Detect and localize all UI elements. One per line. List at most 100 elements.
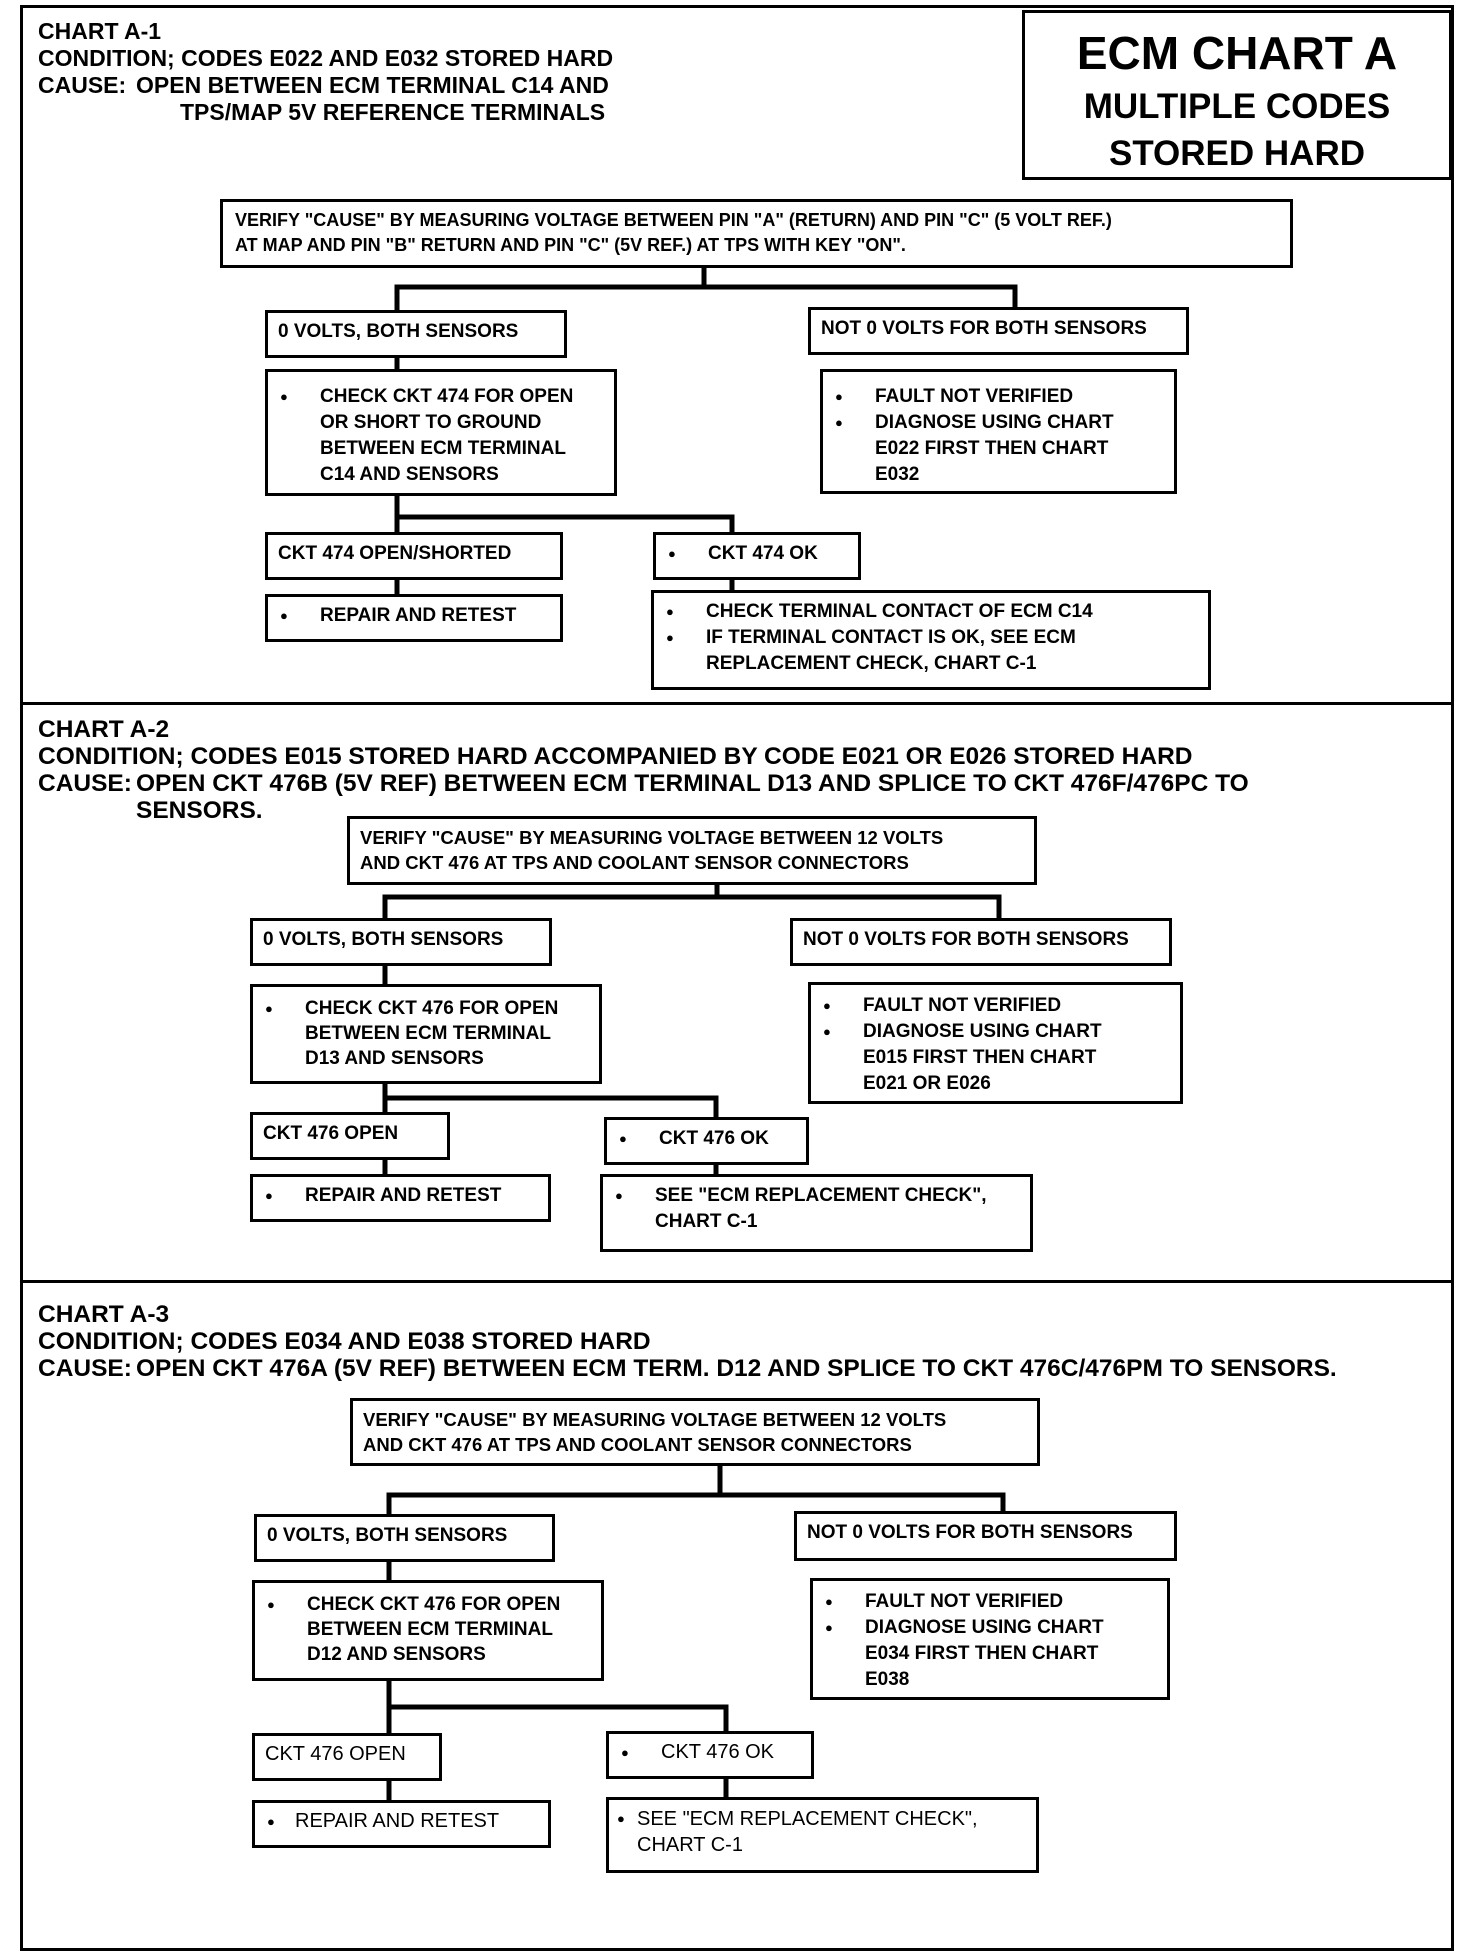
check-line: OR SHORT TO GROUND xyxy=(320,412,542,433)
chart-a2-zero-volts-box: 0 VOLTS, BOTH SENSORS xyxy=(250,918,552,966)
ok-result-label: CKT 476 OK xyxy=(617,1126,796,1151)
verify-line: VERIFY "CAUSE" BY MEASURING VOLTAGE BETW… xyxy=(235,210,1112,230)
chart-a2-header: CHART A-2 CONDITION; CODES E015 STORED H… xyxy=(38,716,1249,824)
condition-text: CODES E015 STORED HARD ACCOMPANIED BY CO… xyxy=(190,743,1193,770)
check-line: C14 AND SENSORS xyxy=(320,464,499,485)
check-line: D13 AND SENSORS xyxy=(305,1048,484,1069)
chart-a1-zero-volts-box: 0 VOLTS, BOTH SENSORS xyxy=(265,310,567,358)
chart-a1-fault-box: FAULT NOT VERIFIED DIAGNOSE USING CHART … xyxy=(820,369,1177,494)
see-line: CHART C-1 xyxy=(655,1211,758,1232)
diagnose-line: E034 FIRST THEN CHART xyxy=(865,1643,1099,1664)
diagnose-line: E038 xyxy=(865,1669,910,1690)
chart-a3-open-result-box: CKT 476 OPEN xyxy=(252,1733,442,1781)
open-result-label: CKT 476 OPEN xyxy=(263,1123,399,1144)
chart-a1-cause-line2: TPS/MAP 5V REFERENCE TERMINALS xyxy=(180,99,606,125)
check-line: CHECK CKT 474 FOR OPEN xyxy=(278,384,604,410)
zero-volts-label: 0 VOLTS, BOTH SENSORS xyxy=(263,929,504,950)
check-line: BETWEEN ECM TERMINAL xyxy=(305,1023,551,1044)
chart-a2-check-box: CHECK CKT 476 FOR OPEN BETWEEN ECM TERMI… xyxy=(250,984,602,1084)
chart-a2-repair-box: REPAIR AND RETEST xyxy=(250,1174,551,1222)
not-zero-volts-label: NOT 0 VOLTS FOR BOTH SENSORS xyxy=(807,1522,1133,1543)
chart-a1-not-zero-volts-box: NOT 0 VOLTS FOR BOTH SENSORS xyxy=(808,307,1189,355)
chart-a1-check-box: CHECK CKT 474 FOR OPEN OR SHORT TO GROUN… xyxy=(265,369,617,496)
terminal-line: IF TERMINAL CONTACT IS OK, SEE ECM xyxy=(664,625,1198,651)
cause-label: CAUSE: xyxy=(38,1355,132,1382)
chart-a3-repair-box: REPAIR AND RETEST xyxy=(252,1800,551,1848)
verify-line: AT MAP AND PIN "B" RETURN AND PIN "C" (5… xyxy=(235,235,906,255)
repair-label: REPAIR AND RETEST xyxy=(265,1809,538,1834)
check-line: BETWEEN ECM TERMINAL xyxy=(320,438,566,459)
fault-line: FAULT NOT VERIFIED xyxy=(833,384,1164,410)
verify-line: AND CKT 476 AT TPS AND COOLANT SENSOR CO… xyxy=(360,852,909,873)
condition-label: CONDITION; xyxy=(38,1328,184,1355)
verify-line: VERIFY "CAUSE" BY MEASURING VOLTAGE BETW… xyxy=(363,1409,947,1430)
chart-a1-verify-box: VERIFY "CAUSE" BY MEASURING VOLTAGE BETW… xyxy=(220,199,1293,268)
see-line: SEE "ECM REPLACEMENT CHECK", xyxy=(615,1806,1026,1832)
ecm-chart-title-box: ECM CHART A MULTIPLE CODES STORED HARD xyxy=(1022,10,1452,180)
check-line: CHECK CKT 476 FOR OPEN xyxy=(265,1592,591,1617)
chart-a2-open-result-box: CKT 476 OPEN xyxy=(250,1112,450,1160)
condition-text: CODES E034 AND E038 STORED HARD xyxy=(190,1328,651,1355)
condition-label: CONDITION; xyxy=(38,743,184,770)
repair-label: REPAIR AND RETEST xyxy=(278,603,550,628)
cause-text: OPEN BETWEEN ECM TERMINAL C14 AND xyxy=(136,72,609,98)
chart-a2-ok-result-box: CKT 476 OK xyxy=(604,1117,809,1165)
chart-a2-not-zero-volts-box: NOT 0 VOLTS FOR BOTH SENSORS xyxy=(790,918,1172,966)
check-line: D12 AND SENSORS xyxy=(307,1644,486,1665)
chart-a2-cause: CAUSE:OPEN CKT 476B (5V REF) BETWEEN ECM… xyxy=(38,770,1249,797)
fault-line: FAULT NOT VERIFIED xyxy=(823,1589,1157,1615)
section-divider-a1-a2 xyxy=(20,702,1454,705)
diagnose-line: DIAGNOSE USING CHART xyxy=(833,410,1164,436)
zero-volts-label: 0 VOLTS, BOTH SENSORS xyxy=(278,321,519,342)
condition-label: CONDITION; xyxy=(38,45,175,71)
chart-subtitle-line1: MULTIPLE CODES xyxy=(1083,87,1391,126)
chart-a3-verify-box: VERIFY "CAUSE" BY MEASURING VOLTAGE BETW… xyxy=(350,1398,1040,1466)
cause-text: OPEN CKT 476B (5V REF) BETWEEN ECM TERMI… xyxy=(136,770,1249,797)
verify-line: VERIFY "CAUSE" BY MEASURING VOLTAGE BETW… xyxy=(360,827,944,848)
chart-a3-zero-volts-box: 0 VOLTS, BOTH SENSORS xyxy=(254,1514,555,1562)
open-result-label: CKT 476 OPEN xyxy=(265,1743,406,1765)
check-line: CHECK CKT 476 FOR OPEN xyxy=(263,996,589,1021)
chart-a3-check-box: CHECK CKT 476 FOR OPEN BETWEEN ECM TERMI… xyxy=(252,1580,604,1681)
chart-a1-cause: CAUSE: OPEN BETWEEN ECM TERMINAL C14 AND xyxy=(38,72,613,99)
diagnose-line: DIAGNOSE USING CHART xyxy=(823,1615,1157,1641)
chart-a3-see-box: SEE "ECM REPLACEMENT CHECK", CHART C-1 xyxy=(606,1797,1039,1873)
open-result-label: CKT 474 OPEN/SHORTED xyxy=(278,543,512,564)
chart-a2-see-box: SEE "ECM REPLACEMENT CHECK", CHART C-1 xyxy=(600,1174,1033,1252)
not-zero-volts-label: NOT 0 VOLTS FOR BOTH SENSORS xyxy=(803,929,1129,950)
chart-a2-heading: CHART A-2 xyxy=(38,716,170,743)
verify-line: AND CKT 476 AT TPS AND COOLANT SENSOR CO… xyxy=(363,1434,912,1455)
chart-a1-ok-result-box: CKT 474 OK xyxy=(653,532,861,580)
chart-a3-cause: CAUSE:OPEN CKT 476A (5V REF) BETWEEN ECM… xyxy=(38,1355,1337,1382)
diagnose-line: E015 FIRST THEN CHART xyxy=(863,1047,1097,1068)
diagnose-line: E032 xyxy=(875,464,920,485)
chart-a3-not-zero-volts-box: NOT 0 VOLTS FOR BOTH SENSORS xyxy=(794,1511,1177,1561)
cause-label: CAUSE: xyxy=(38,770,132,797)
condition-text: CODES E022 AND E032 STORED HARD xyxy=(181,45,614,71)
chart-a3-fault-box: FAULT NOT VERIFIED DIAGNOSE USING CHART … xyxy=(810,1578,1170,1700)
chart-a1-heading: CHART A-1 xyxy=(38,18,162,44)
section-divider-a2-a3 xyxy=(20,1280,1454,1283)
chart-a1-terminal-box: CHECK TERMINAL CONTACT OF ECM C14 IF TER… xyxy=(651,590,1211,690)
cause-label: CAUSE: xyxy=(38,72,127,98)
fault-line: FAULT NOT VERIFIED xyxy=(821,993,1170,1019)
terminal-line: REPLACEMENT CHECK, CHART C-1 xyxy=(706,653,1037,674)
not-zero-volts-label: NOT 0 VOLTS FOR BOTH SENSORS xyxy=(821,318,1147,339)
chart-a3-condition: CONDITION; CODES E034 AND E038 STORED HA… xyxy=(38,1328,1337,1355)
chart-a3-header: CHART A-3 CONDITION; CODES E034 AND E038… xyxy=(38,1301,1337,1382)
ok-result-label: CKT 474 OK xyxy=(666,541,848,566)
chart-a2-fault-box: FAULT NOT VERIFIED DIAGNOSE USING CHART … xyxy=(808,982,1183,1104)
chart-a1-header: CHART A-1 CONDITION; CODES E022 AND E032… xyxy=(38,18,613,126)
diagnose-line: DIAGNOSE USING CHART xyxy=(821,1019,1170,1045)
see-line: SEE "ECM REPLACEMENT CHECK", xyxy=(613,1183,1020,1209)
chart-a2-condition: CONDITION; CODES E015 STORED HARD ACCOMP… xyxy=(38,743,1249,770)
repair-label: REPAIR AND RETEST xyxy=(263,1183,538,1208)
check-line: BETWEEN ECM TERMINAL xyxy=(307,1619,553,1640)
chart-a1-repair-box: REPAIR AND RETEST xyxy=(265,594,563,642)
chart-a1-condition: CONDITION; CODES E022 AND E032 STORED HA… xyxy=(38,45,613,72)
cause-text: OPEN CKT 476A (5V REF) BETWEEN ECM TERM.… xyxy=(136,1355,1337,1382)
ok-result-label: CKT 476 OK xyxy=(619,1740,801,1765)
chart-a1-open-result-box: CKT 474 OPEN/SHORTED xyxy=(265,532,563,580)
see-line: CHART C-1 xyxy=(637,1834,743,1856)
